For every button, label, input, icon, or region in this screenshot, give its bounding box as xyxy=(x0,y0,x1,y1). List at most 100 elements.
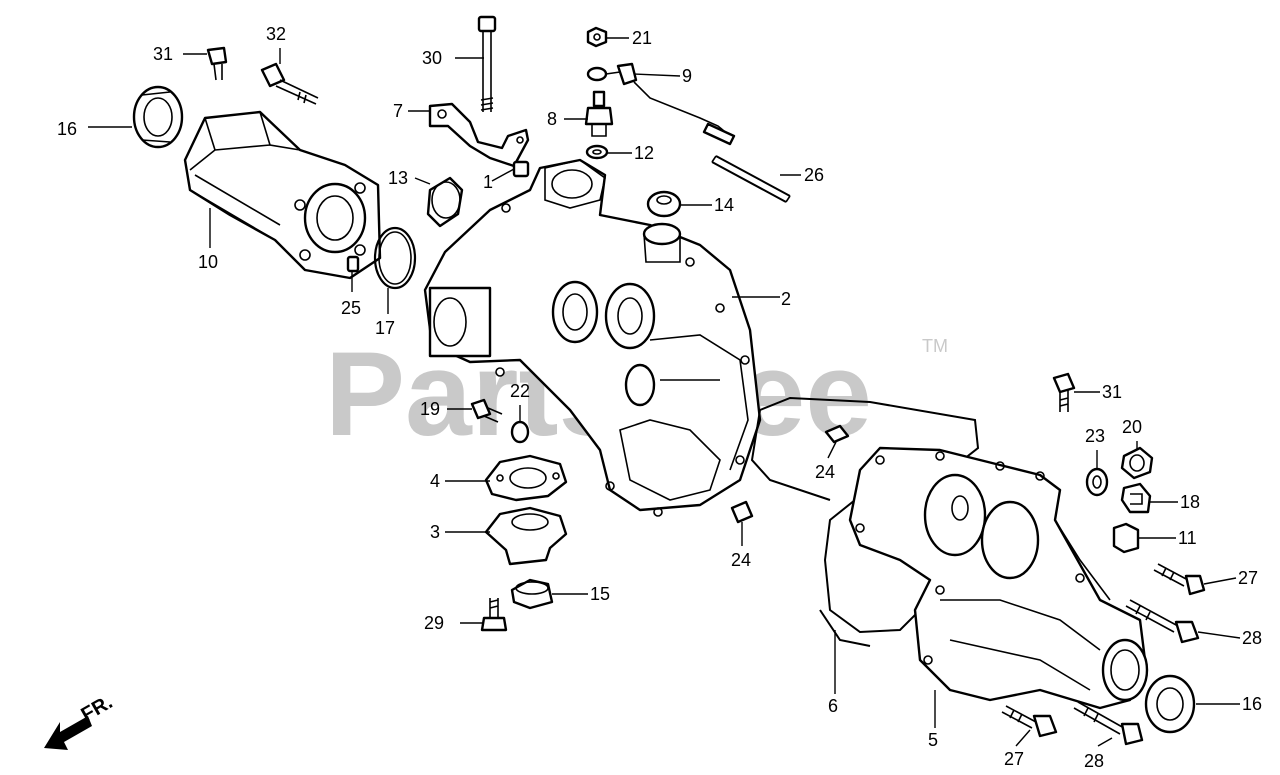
part-number-label: 26 xyxy=(804,165,824,185)
plug-20 xyxy=(1120,446,1154,480)
callout-c1: 1 xyxy=(483,168,515,192)
callout-c27b: 27 xyxy=(1004,729,1031,769)
bolt-29 xyxy=(480,598,508,632)
callout-c24b: 24 xyxy=(731,522,751,570)
oil-seal-16-right xyxy=(1144,674,1196,734)
leader-line xyxy=(1203,577,1237,585)
part-number-label: 9 xyxy=(682,66,692,86)
dowel-pin-24-upper xyxy=(824,424,850,444)
part-number-label: 29 xyxy=(424,613,444,633)
leader-line xyxy=(491,168,515,182)
callout-c12: 12 xyxy=(607,143,654,163)
oil-seal-16-left xyxy=(132,85,184,149)
bracket-7 xyxy=(428,102,530,168)
part-number-label: 17 xyxy=(375,318,395,338)
callout-c19: 19 xyxy=(420,399,472,419)
part-number-label: 14 xyxy=(714,195,734,215)
part-number-label: 31 xyxy=(1102,382,1122,402)
part-number-label: 23 xyxy=(1085,426,1105,446)
part-number-label: 28 xyxy=(1084,751,1104,771)
washer-22 xyxy=(510,420,530,444)
callout-c31a: 31 xyxy=(153,44,207,64)
part-number-label: 27 xyxy=(1004,749,1024,769)
callout-c5: 5 xyxy=(928,690,938,750)
bolt-28-lower xyxy=(1073,701,1144,746)
callout-c28a: 28 xyxy=(1197,628,1262,648)
callout-c10: 10 xyxy=(198,208,218,272)
callout-c22: 22 xyxy=(510,381,530,422)
callout-c23: 23 xyxy=(1085,426,1105,468)
part-number-label: 10 xyxy=(198,252,218,272)
part-number-label: 32 xyxy=(266,24,286,44)
part-number-label: 16 xyxy=(57,119,77,139)
bolt-27-upper xyxy=(1153,563,1206,596)
callout-c25: 25 xyxy=(341,272,361,318)
leader-line xyxy=(1015,729,1031,747)
callout-c16a: 16 xyxy=(57,119,132,139)
callout-c2: 2 xyxy=(732,289,791,309)
bolt-28-upper xyxy=(1125,599,1200,644)
callout-c26: 26 xyxy=(780,165,824,185)
callout-c28b: 28 xyxy=(1084,737,1113,771)
watermark-trademark: TM xyxy=(922,336,948,356)
washer-23 xyxy=(1085,467,1109,497)
callout-c7: 7 xyxy=(393,101,430,121)
dowel-pin-25 xyxy=(346,255,360,273)
callout-c21: 21 xyxy=(606,28,652,48)
callout-c15: 15 xyxy=(552,584,610,604)
part-number-label: 20 xyxy=(1122,417,1142,437)
callout-c20: 20 xyxy=(1122,417,1142,450)
part-number-label: 25 xyxy=(341,298,361,318)
callout-c9: 9 xyxy=(633,66,692,86)
callout-c14: 14 xyxy=(680,195,734,215)
part-number-label: 31 xyxy=(153,44,173,64)
bolt-32 xyxy=(260,62,319,105)
gasket-4 xyxy=(484,454,568,502)
bolt-31-right xyxy=(1052,372,1076,412)
callout-c27a: 27 xyxy=(1203,568,1258,588)
callout-c32: 32 xyxy=(266,24,286,64)
bolt-31-top xyxy=(206,46,228,81)
callout-c4: 4 xyxy=(430,471,490,491)
cover-3 xyxy=(484,506,568,566)
callout-c24a: 24 xyxy=(815,441,837,482)
callout-c31b: 31 xyxy=(1074,382,1122,402)
part-number-label: 12 xyxy=(634,143,654,163)
part-number-label: 18 xyxy=(1180,492,1200,512)
bolt-27-lower xyxy=(1001,705,1058,738)
part-number-label: 2 xyxy=(781,289,791,309)
part-number-label: 11 xyxy=(1178,528,1197,548)
part-number-label: 13 xyxy=(388,168,408,188)
callout-c11: 11 xyxy=(1138,528,1197,548)
part-number-label: 22 xyxy=(510,381,530,401)
callout-c30: 30 xyxy=(422,48,484,68)
washer-12 xyxy=(585,144,609,160)
callout-c18: 18 xyxy=(1150,492,1200,512)
grommet-14 xyxy=(646,190,682,218)
nut-21 xyxy=(586,26,608,48)
leader-line xyxy=(1197,631,1241,639)
part-number-label: 1 xyxy=(483,172,493,192)
leader-line xyxy=(633,73,681,77)
part-number-label: 24 xyxy=(731,550,751,570)
part-number-label: 3 xyxy=(430,522,440,542)
front-direction-arrow: FR. xyxy=(44,691,116,750)
part-number-label: 15 xyxy=(590,584,610,604)
callout-c6: 6 xyxy=(828,630,838,716)
plug-8 xyxy=(584,90,614,137)
part-number-label: 4 xyxy=(430,471,440,491)
sensor-cable-9 xyxy=(586,62,736,146)
part-number-label: 28 xyxy=(1242,628,1262,648)
callout-c17: 17 xyxy=(375,288,395,338)
part-number-label: 19 xyxy=(420,399,440,419)
part-number-label: 30 xyxy=(422,48,442,68)
bolt-30 xyxy=(477,15,497,112)
rod-26 xyxy=(711,155,791,203)
axle-housing-10 xyxy=(183,110,382,280)
part-number-label: 27 xyxy=(1238,568,1258,588)
part-number-label: 7 xyxy=(393,101,403,121)
callout-c13: 13 xyxy=(388,168,431,188)
callout-c16b: 16 xyxy=(1196,694,1262,714)
